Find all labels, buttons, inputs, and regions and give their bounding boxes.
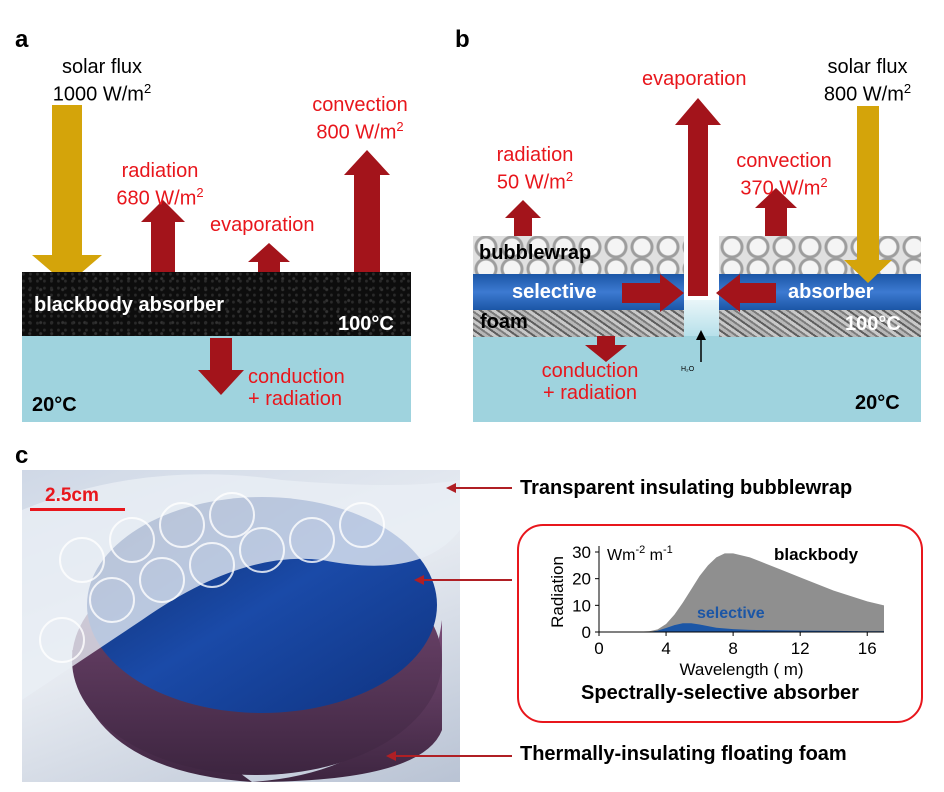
conduction-label-a: conduction + radiation	[248, 366, 345, 410]
solar-flux-value: 1000 W/m	[52, 83, 144, 106]
evaporation-label-a: evaporation	[210, 214, 315, 236]
convection-arrow-b	[755, 188, 797, 236]
panel-b-label: b	[455, 26, 470, 53]
callout-arrows	[386, 483, 512, 761]
x-tick-label: 4	[661, 639, 670, 658]
evaporation-arrow-a	[248, 243, 290, 272]
y-axis-label: Radiation	[548, 556, 567, 628]
conduction-text: conduction	[248, 366, 345, 388]
lateral-arrow-left	[622, 274, 684, 312]
solar-arrow-b	[844, 106, 892, 283]
temp-hot-a: 100°C	[338, 313, 394, 335]
radiation-sup-b: 2	[565, 169, 574, 184]
foam-layer-left	[473, 310, 684, 337]
solar-flux-label-a: solar flux 1000 W/m2	[22, 56, 182, 106]
conduction-text-2: + radiation	[248, 388, 342, 410]
convection-sup-b: 2	[820, 175, 828, 190]
solar-flux-sup-b: 2	[903, 81, 912, 96]
y-tick-label: 10	[572, 596, 591, 615]
solar-arrow-a	[32, 105, 102, 285]
foam-layer-right	[719, 310, 921, 337]
radiation-arrow-b	[505, 200, 541, 236]
solar-flux-text-b: solar flux	[827, 56, 908, 78]
y-tick-label: 20	[572, 570, 591, 589]
conduction-arrow-a-overlay	[198, 338, 244, 395]
temp-cold-b: 20°C	[855, 392, 900, 414]
water-channel	[684, 300, 719, 336]
solar-flux-label-b: solar flux 800 W/m2	[800, 56, 935, 106]
radiation-arrow-a	[141, 200, 185, 272]
x-axis-label: Wavelength ( m)	[679, 660, 803, 679]
x-tick-label: 12	[791, 639, 810, 658]
conduction-arrow-b	[585, 336, 627, 362]
radiation-label-b: radiation 50 W/m2	[470, 144, 600, 194]
convection-value: 800 W/m	[316, 121, 397, 144]
blackbody-absorber-layer	[22, 272, 411, 336]
conduction-label-b: conduction + radiation	[520, 360, 660, 404]
temp-hot-b: 100°C	[845, 313, 901, 335]
radiation-text-b: radiation	[496, 144, 574, 166]
convection-label-b: convection 370 W/m2	[714, 150, 854, 200]
solar-flux-text: solar flux	[61, 56, 143, 78]
radiation-sup: 2	[196, 185, 204, 200]
caption-bubblewrap: Transparent insulating bubblewrap	[520, 477, 853, 499]
panel-c-label: c	[15, 442, 29, 469]
series-label-selective: selective	[697, 605, 765, 622]
radiation-value-b: 50 W/m	[496, 171, 566, 194]
convection-label-a: convection 800 W/m2	[290, 94, 430, 144]
bubblewrap-label: bubblewrap	[479, 242, 592, 264]
y-tick-label: 0	[582, 623, 591, 642]
series-label-blackbody: blackbody	[774, 545, 859, 564]
solar-flux-value-b: 800 W/m	[823, 83, 904, 106]
convection-sup: 2	[396, 119, 404, 134]
blackbody-absorber-label: blackbody absorber	[34, 294, 225, 316]
radiation-label-a: radiation 680 W/m2	[95, 160, 225, 210]
caption-foam: Thermally-insulating floating foam	[520, 743, 847, 765]
evaporation-arrow-b	[675, 98, 721, 296]
device-photo-drawing	[22, 474, 460, 782]
conduction-text-b-2: + radiation	[543, 382, 637, 404]
series-area-blackbody	[599, 553, 884, 632]
scale-bar-label: 2.5cm	[45, 485, 99, 506]
water-label: H₂O	[681, 366, 695, 373]
bubblewrap-layer-left	[473, 236, 684, 274]
foam-label: foam	[480, 311, 528, 333]
bubblewrap-layer-right	[719, 236, 921, 274]
x-tick-label: 16	[858, 639, 877, 658]
lateral-arrow-right	[716, 274, 776, 312]
convection-arrow-a	[344, 150, 390, 272]
convection-value-b: 370 W/m	[740, 177, 821, 200]
y-tick-label: 30	[572, 543, 591, 562]
x-tick-label: 8	[728, 639, 737, 658]
convection-text: convection	[312, 94, 408, 116]
convection-text-b: convection	[736, 150, 832, 172]
panel-a-label: a	[15, 26, 29, 53]
series-area-selective	[599, 623, 884, 632]
solar-flux-sup: 2	[143, 81, 152, 96]
selective-label: selective	[512, 281, 597, 303]
water-layer-b	[473, 336, 921, 422]
evaporation-label-b: evaporation	[642, 68, 747, 90]
conduction-text-b: conduction	[541, 360, 639, 382]
units-label: Wm-2 m-1	[607, 544, 673, 564]
x-tick-label: 0	[594, 639, 603, 658]
scale-bar	[30, 508, 125, 511]
absorber-label: absorber	[788, 281, 874, 303]
radiation-value: 680 W/m	[116, 187, 197, 210]
radiation-text: radiation	[121, 160, 199, 182]
temp-cold-a: 20°C	[32, 394, 77, 416]
inset-title: Spectrally-selective absorber	[581, 682, 859, 704]
panel-b-arrows	[505, 98, 892, 362]
device-photo	[22, 470, 460, 782]
